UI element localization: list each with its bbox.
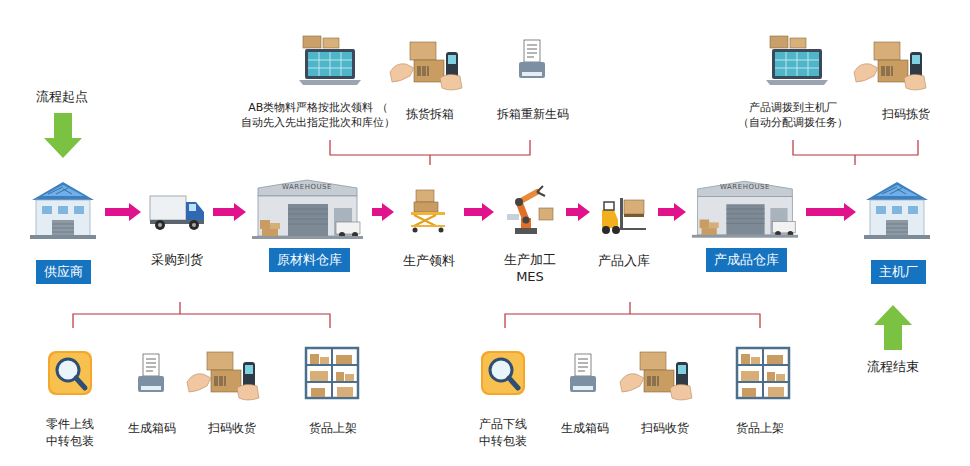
flow-arrow (213, 203, 246, 221)
start-arrow (44, 113, 82, 158)
icon-sign: WAREHOUSE (272, 183, 342, 193)
printer-icon (570, 354, 596, 392)
scanner-icon (854, 42, 926, 90)
shelves-icon (306, 348, 358, 398)
step-note: 扫码收货 (197, 420, 267, 437)
magnifier-icon (481, 351, 525, 395)
step-note: 扫码拣货 (866, 106, 946, 123)
process-step: 生产领料 (398, 180, 460, 270)
end-arrow (874, 305, 912, 350)
flow-arrow (464, 203, 494, 221)
flow-arrow (566, 203, 590, 221)
truck-icon (150, 196, 204, 230)
warehouse-icon (252, 180, 363, 239)
location-label: 产成品仓库 (706, 248, 787, 272)
printer-icon (519, 40, 545, 78)
step-note: 生成箱码 (550, 420, 620, 437)
supplier-icon (30, 182, 96, 239)
step-label: 生产领料 (403, 252, 455, 270)
location-label: 供应商 (36, 260, 91, 284)
bracket (73, 140, 918, 328)
location-box: 主机厂 (860, 170, 936, 284)
plant-icon (864, 182, 930, 239)
robot-icon (507, 186, 553, 234)
scanner-icon (390, 42, 462, 90)
shelves-icon (737, 348, 789, 398)
step-note: 流程起点 (22, 88, 102, 106)
forklift-icon (602, 198, 646, 234)
laptop-icon (766, 36, 828, 85)
step-note: 拆箱重新生码 (488, 106, 578, 123)
scanner-icon (187, 352, 259, 400)
step-label: 生产加工 MES (498, 251, 562, 286)
step-note: 扫码收货 (630, 420, 700, 437)
warehouse-icon (692, 181, 798, 237)
step-note: AB类物料严格按批次领料 （ 自动先入先出指定批次和库位） (218, 100, 418, 131)
step-note: 零件上线 中转包装 (40, 416, 100, 450)
step-note: 货品上架 (725, 420, 795, 437)
step-label: 产品入库 (598, 252, 650, 270)
laptop-icon (299, 36, 361, 85)
flow-arrow (372, 203, 394, 221)
location-label: 原材料仓库 (269, 248, 350, 272)
step-note: 流程结束 (853, 358, 933, 376)
printer-icon (138, 354, 164, 392)
magnifier-icon (48, 351, 92, 395)
flow-arrow (806, 203, 856, 221)
location-label: 主机厂 (871, 260, 926, 284)
scanner-icon (620, 352, 692, 400)
step-note: 产品下线 中转包装 (473, 416, 533, 450)
flow-arrow (105, 203, 141, 221)
process-step: 生产加工 MES (498, 178, 562, 286)
process-step: 产品入库 (594, 190, 654, 270)
location-box: 供应商 (25, 170, 101, 284)
cart-icon (411, 190, 445, 233)
icon-sign: WAREHOUSE (710, 183, 780, 193)
step-note: 生成箱码 (117, 420, 187, 437)
step-note: 拣货拆箱 (390, 106, 470, 123)
flow-arrow (658, 203, 686, 221)
process-step: 采购到货 (145, 185, 209, 269)
step-note: 货品上架 (298, 420, 368, 437)
step-label: 采购到货 (151, 251, 203, 269)
step-note: 产品调拨到主机厂 （自动分配调拨任务） (728, 100, 858, 131)
